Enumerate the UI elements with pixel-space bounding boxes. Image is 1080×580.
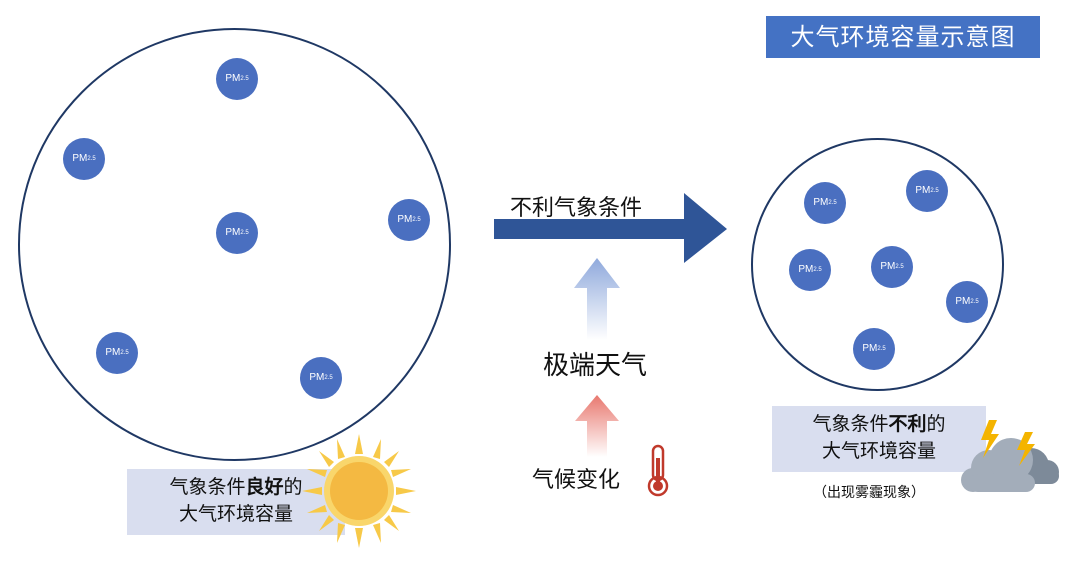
good-capacity-circle [18,28,451,461]
extreme-weather-label: 极端天气 [543,351,648,381]
diagram-title: 大气环境容量示意图 [766,16,1040,58]
climate-change-label: 气候变化 [532,468,621,493]
poor-capacity-circle [751,138,1004,391]
arrow-label: 不利气象条件 [510,196,643,221]
good-capacity-label: 气象条件良好的 大气环境容量 [127,469,345,535]
up-arrow-blue [574,258,620,340]
haze-note: （出现雾霾现象） [813,485,925,501]
poor-capacity-label: 气象条件不利的 大气环境容量 [772,406,986,472]
storm-cloud-icon [961,420,1059,492]
up-arrow-red [575,395,619,457]
unfavorable-conditions-arrow [494,193,727,263]
sun-icon [302,434,416,548]
thermometer-icon [647,444,669,497]
